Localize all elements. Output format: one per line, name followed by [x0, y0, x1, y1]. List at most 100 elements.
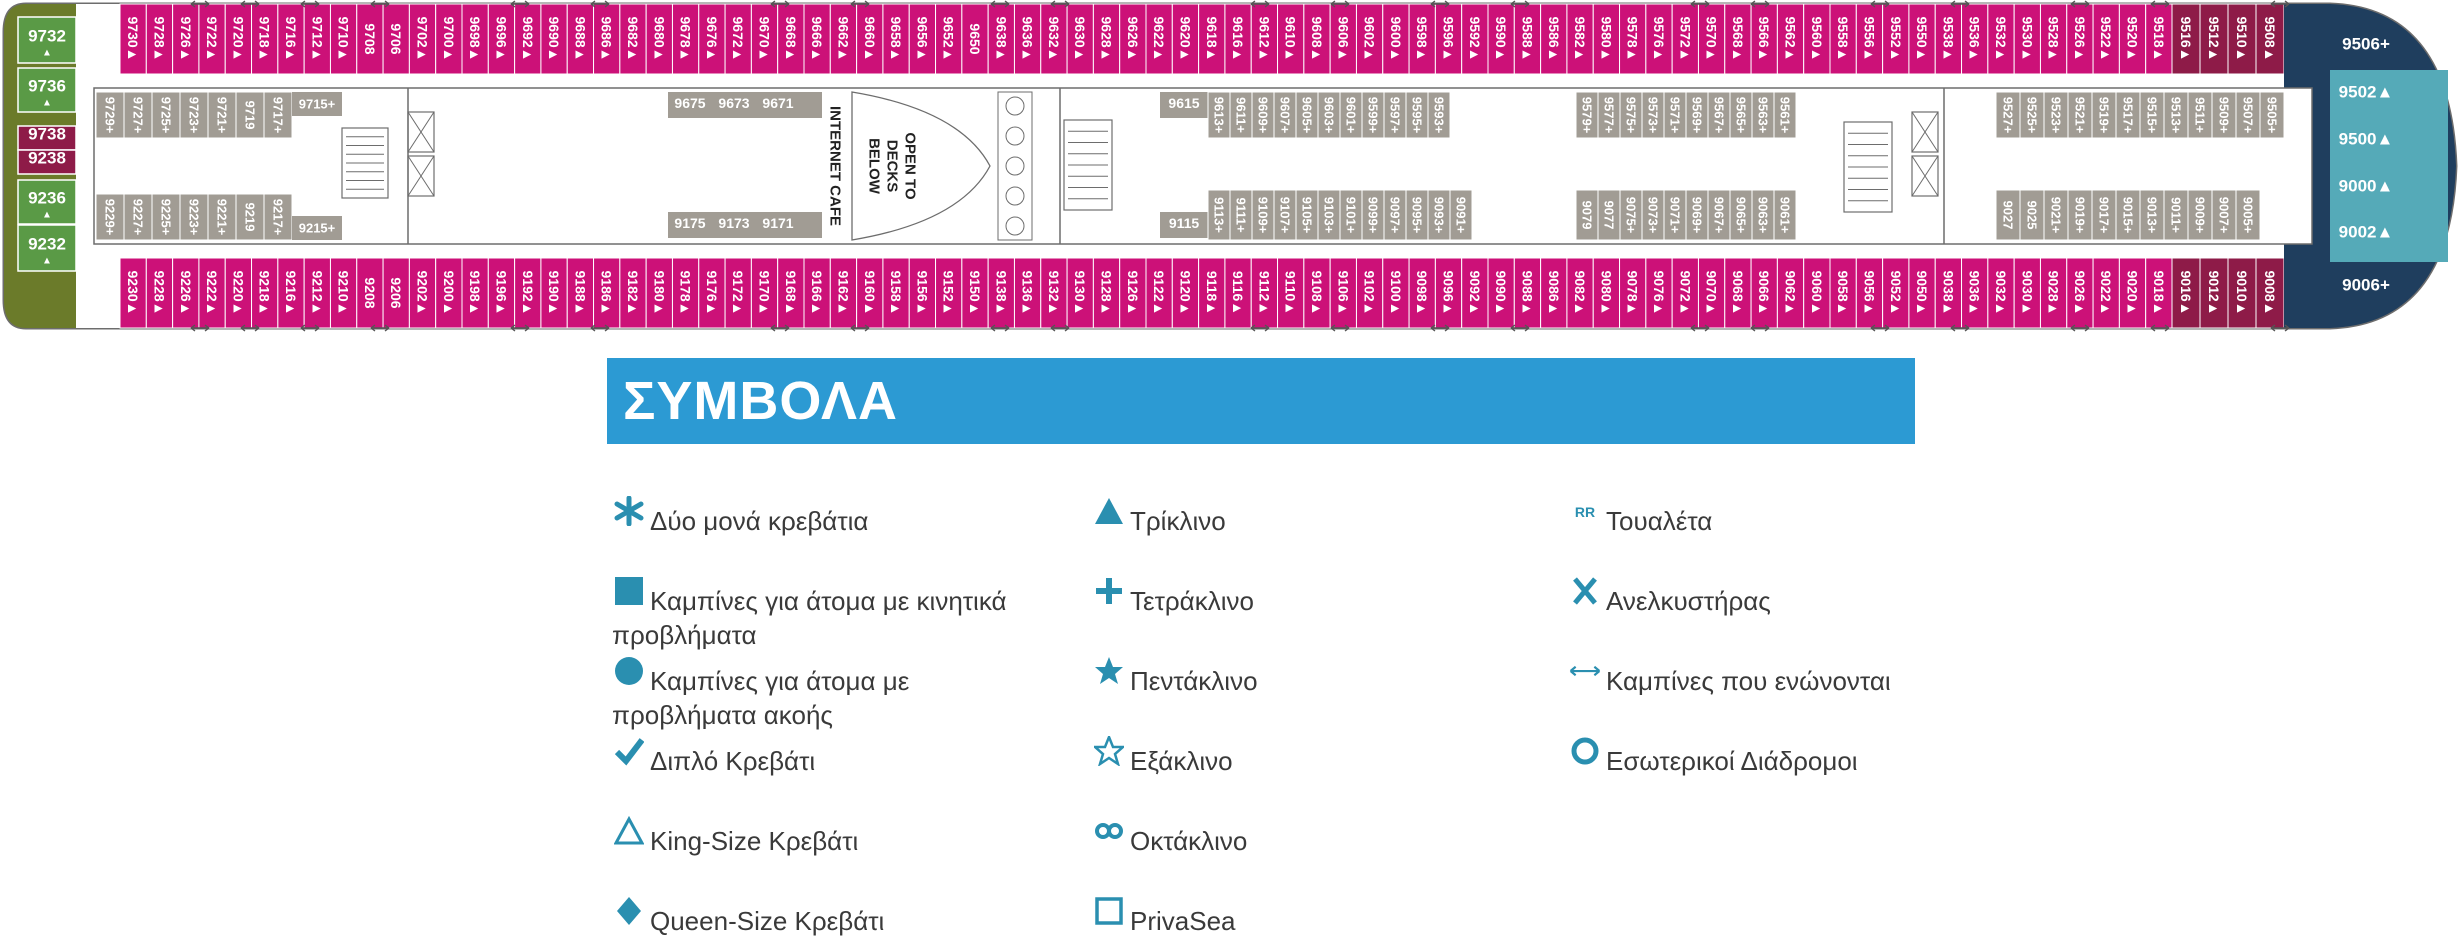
- bottom-cabin: [987, 257, 1015, 329]
- inner-cabin-top-c-left: [1160, 92, 1208, 118]
- inner-cabin-bottom-e-label: 9005+: [2241, 197, 2256, 234]
- bottom-cabin-label: 9186▲: [599, 270, 615, 315]
- bottom-cabin-label: 9188▲: [572, 270, 588, 315]
- inner-cabin-top-a: [95, 91, 125, 139]
- legend-item: Queen-Size Κρεβάτι: [612, 894, 1052, 938]
- inner-cabin-top-e-label: 9509+: [2217, 97, 2232, 134]
- top-cabin-label: 9556▲: [1861, 16, 1877, 61]
- inner-cabin-top-e: [2259, 91, 2285, 139]
- top-cabin-label: 9600▲: [1388, 16, 1404, 61]
- top-cabin-label: 9590▲: [1493, 16, 1509, 61]
- inner-cabin-bottom-d-label: 9065+: [1734, 197, 1749, 234]
- inner-corridor-ring-icon: [1568, 734, 1602, 768]
- inner-cabin-top-a-label: 9727+: [131, 97, 146, 134]
- top-suite-label: 9516▲: [2178, 16, 2194, 61]
- svg-text:RR: RR: [1575, 504, 1595, 520]
- top-cabin-label: 9628▲: [1099, 16, 1115, 61]
- top-cabin-label: 9552▲: [1888, 16, 1904, 61]
- inner-cabin-bottom-e-label: 9021+: [2049, 197, 2064, 234]
- bottom-suite-label: 9016▲: [2178, 270, 2194, 315]
- bottom-cabin-label: 9056▲: [1861, 270, 1877, 315]
- top-cabin-label: 9572▲: [1677, 16, 1693, 61]
- connecting-arrow-bottom: [510, 324, 530, 332]
- inner-cabin-top-d-label: 9573+: [1646, 97, 1661, 134]
- bottom-suite-label: 9010▲: [2234, 270, 2250, 315]
- bottom-cabin-label: 9200▲: [441, 270, 457, 315]
- bottom-cabin-label: 9178▲: [678, 270, 694, 315]
- stern-cabin: [17, 149, 77, 175]
- top-cabin-label: 9558▲: [1835, 16, 1851, 61]
- inner-cabin-bottom-e-label: 9015+: [2121, 197, 2136, 234]
- top-cabin: [487, 3, 516, 75]
- bottom-cabin-label: 9192▲: [520, 270, 536, 315]
- connecting-arrow-bottom: [1690, 324, 1710, 332]
- bottom-cabin-label: 9202▲: [415, 270, 431, 315]
- bottom-cabin-label: 9132▲: [1046, 270, 1062, 315]
- inner-cabin-bottom-e-label: 9011+: [2169, 197, 2184, 233]
- bottom-cabin: [435, 257, 463, 329]
- inner-cabin-top-e: [2211, 91, 2237, 139]
- top-cabin-label: 9592▲: [1467, 16, 1483, 61]
- inner-cabin-top-a-label: 9725+: [159, 97, 174, 134]
- bottom-cabin: [619, 257, 647, 329]
- top-cabin-label: 9656▲: [914, 16, 930, 61]
- stern-cabin: [17, 67, 77, 113]
- top-cabin: [251, 3, 279, 75]
- inner-cabin-bottom-c-label: 9099+: [1366, 197, 1381, 234]
- inner-cabin-top-a-label: 9721+: [215, 97, 230, 134]
- top-cabin: [408, 3, 437, 75]
- connecting-arrow-icon: [1568, 654, 1602, 688]
- bottom-cabin: [1855, 257, 1884, 329]
- stern-cabin-label: 9236: [28, 189, 66, 208]
- inner-cabin-top-a: [151, 91, 181, 139]
- bottom-cabin: [724, 257, 752, 329]
- inner-cabin-bottom-e: [2235, 189, 2261, 241]
- bottom-cabin-label: 9152▲: [941, 270, 957, 315]
- bottom-cabin-label: 9072▲: [1677, 270, 1693, 315]
- legend-item-label: Τρίκλινο: [1130, 506, 1226, 536]
- inner-cabin-top-c-label: 9599+: [1366, 97, 1381, 134]
- bottom-cabin-label: 9180▲: [651, 270, 667, 315]
- top-cabin-label: 9672▲: [730, 16, 746, 61]
- bottom-cabin-label: 9138▲: [993, 270, 1009, 315]
- connecting-arrow-top: [190, 0, 210, 8]
- inner-cabin-top-c-label: 9605+: [1300, 97, 1315, 134]
- bottom-cabin-label: 9080▲: [1598, 270, 1614, 315]
- inner-cabin-bottom-a-label: 9217+: [271, 199, 286, 236]
- bottom-cabin: [1303, 257, 1331, 329]
- inner-cabin-top-d-label: 9577+: [1602, 97, 1617, 134]
- inner-cabin-top-d-label: 9571+: [1668, 97, 1683, 134]
- top-cabin: [1697, 3, 1726, 75]
- top-cabin: [1671, 3, 1699, 75]
- stern-gap-top: [76, 4, 120, 74]
- connecting-arrow-top: [590, 0, 610, 8]
- top-cabin-label: 9638▲: [993, 16, 1009, 61]
- inner-cabin-top-a: [179, 91, 209, 139]
- top-cabin-label: 9670▲: [757, 16, 773, 61]
- inner-cabin-top-a-label: 9723+: [187, 97, 202, 134]
- bottom-cabin-label: 9122▲: [1151, 270, 1167, 315]
- hearing-circle-icon: [612, 654, 646, 688]
- top-cabin: [829, 3, 858, 75]
- bottom-cabin-label: 9162▲: [835, 270, 851, 315]
- inner-cabin-top-a-wide: [292, 92, 342, 116]
- inner-cabin-bottom-c-label: 9109+: [1256, 197, 1271, 234]
- connecting-arrow-bottom: [590, 324, 610, 332]
- top-cabin-label: 9612▲: [1256, 16, 1272, 61]
- top-cabin-label: 9608▲: [1309, 16, 1325, 61]
- inner-cabin-bottom-e: [2211, 189, 2237, 241]
- top-cabin-label: 9622▲: [1151, 16, 1167, 61]
- bottom-cabin: [2118, 257, 2147, 329]
- stern-gap-bottom: [76, 258, 120, 328]
- stern-cabin-label: 9232: [28, 235, 66, 254]
- inner-cabin-top-c-label: 9603+: [1322, 97, 1337, 134]
- king-triangle-icon: [612, 814, 646, 848]
- bottom-cabin: [1198, 257, 1226, 329]
- top-cabin: [1303, 3, 1331, 75]
- top-cabin-label: 9630▲: [1072, 16, 1088, 61]
- inner-cabin-top-e: [2043, 91, 2069, 139]
- top-cabin-label: 9596▲: [1441, 16, 1457, 61]
- top-cabin-label: 9598▲: [1414, 16, 1430, 61]
- inner-cabin-top-e-label: 9507+: [2241, 97, 2256, 134]
